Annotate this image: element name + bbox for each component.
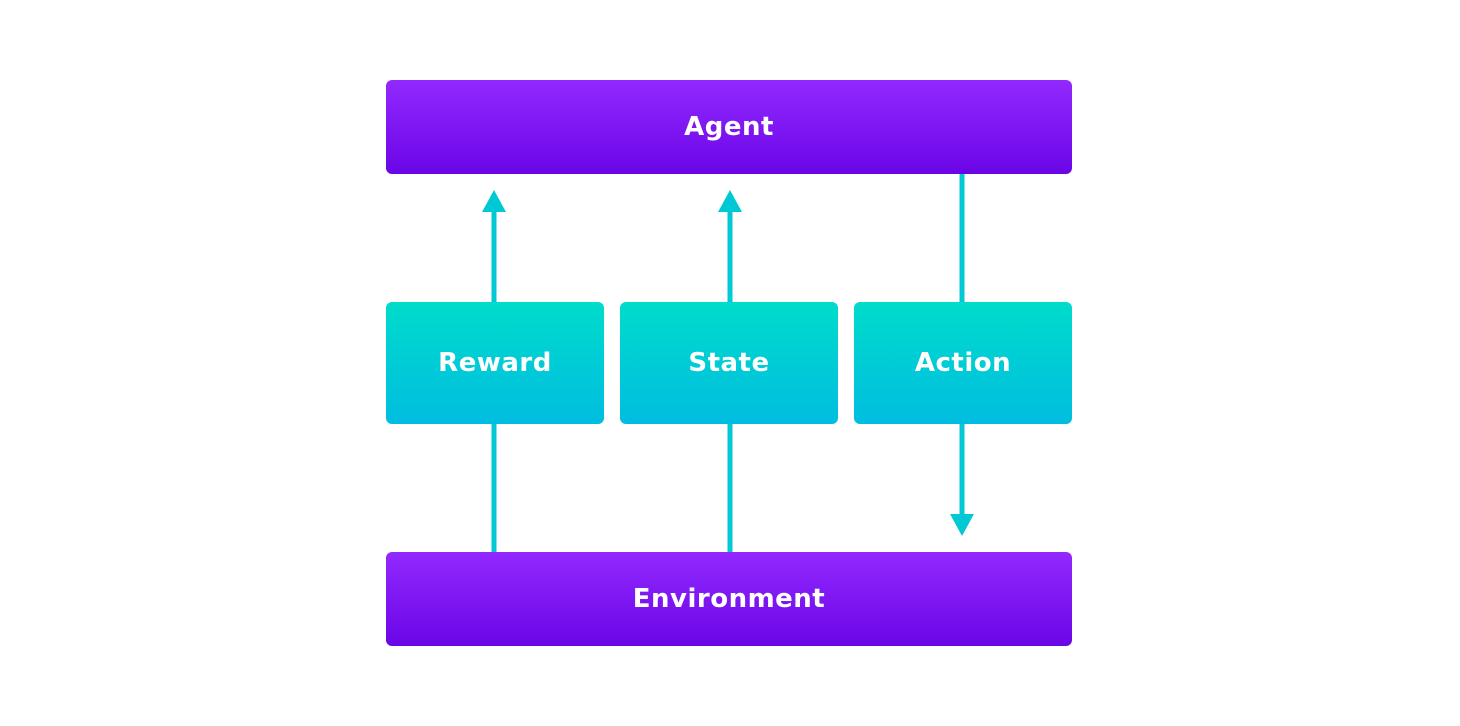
state-box: State [620, 302, 838, 424]
environment-label: Environment [632, 584, 826, 614]
state-label: State [688, 348, 770, 378]
state-arrowhead-up [718, 190, 742, 212]
agent-label: Agent [684, 112, 774, 142]
reward-arrowhead-up [482, 190, 506, 212]
action-label: Action [914, 348, 1012, 378]
reward-label: Reward [438, 348, 552, 378]
agent-box: Agent [386, 80, 1072, 174]
action-arrowhead-down [950, 514, 974, 536]
action-box: Action [854, 302, 1072, 424]
reward-box: Reward [386, 302, 604, 424]
environment-box: Environment [386, 552, 1072, 646]
